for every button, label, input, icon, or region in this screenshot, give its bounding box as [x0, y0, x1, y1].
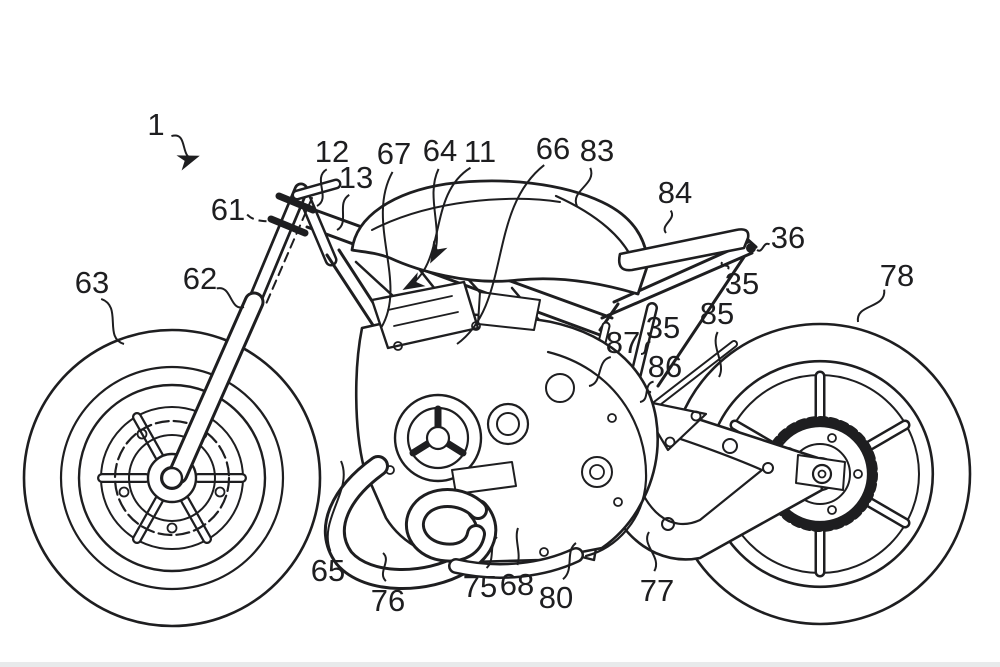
- ref-number-68-22: 68: [500, 567, 534, 602]
- leader-line-13-2: [336, 194, 350, 231]
- leader-line-67-6: [380, 171, 394, 329]
- ref-number-61-3: 61: [211, 192, 245, 227]
- leader-line-66-9: [456, 164, 545, 345]
- image-bottom-edge: [0, 662, 1000, 667]
- leader-line-87-17: [588, 356, 612, 387]
- steering-axis: [265, 197, 313, 305]
- leader-line-35-13: [720, 261, 730, 270]
- ref-number-80-23: 80: [539, 580, 573, 615]
- front-fork: [160, 178, 342, 490]
- ref-number-63-5: 63: [75, 265, 109, 300]
- leader-line-76-20: [381, 552, 387, 582]
- fuel-tank: [350, 179, 650, 296]
- leader-line-63-5: [100, 297, 125, 345]
- ref-number-64-7: 64: [423, 133, 457, 168]
- leader-line-83-10: [574, 167, 593, 207]
- leader-line-61-3: [246, 213, 291, 229]
- ref-number-13-2: 13: [339, 160, 373, 195]
- ref-number-35-16: 35: [646, 310, 680, 345]
- leader-line-75-21: [485, 536, 498, 569]
- leader-line-77-24: [646, 531, 658, 572]
- ref-number-35-13: 35: [725, 266, 759, 301]
- ref-number-67-6: 67: [377, 136, 411, 171]
- leader-line-65-19: [326, 460, 345, 552]
- ref-number-36-12: 36: [771, 220, 805, 255]
- ref-number-1-0: 1: [147, 107, 164, 142]
- ref-number-84-11: 84: [658, 175, 692, 210]
- tail-end-fastener: [746, 243, 756, 253]
- ref-number-76-20: 76: [371, 583, 405, 618]
- ref-number-78-14: 78: [880, 258, 914, 293]
- leader-line-1-0: [171, 134, 200, 171]
- leader-line-12-1: [316, 168, 328, 207]
- leader-line-68-22: [515, 527, 520, 566]
- leader-line-36-12: [756, 242, 771, 252]
- ref-number-62-4: 62: [183, 261, 217, 296]
- ref-number-66-9: 66: [536, 131, 570, 166]
- leader-line-84-11: [663, 209, 674, 234]
- cylinder-block: [370, 280, 480, 350]
- leader-line-62-4: [216, 287, 245, 309]
- ref-number-75-21: 75: [463, 569, 497, 604]
- seat: [617, 228, 750, 272]
- leader-line-85-15: [714, 331, 722, 378]
- ref-number-65-19: 65: [311, 553, 345, 588]
- leader-line-11-8: [402, 166, 472, 290]
- ref-number-85-15: 85: [700, 296, 734, 331]
- leader-line-86-18: [639, 380, 654, 403]
- ref-number-87-17: 87: [606, 325, 640, 360]
- exhaust-header: [323, 455, 584, 590]
- leader-line-78-14: [856, 289, 886, 323]
- engine: [354, 280, 659, 564]
- ref-number-12-1: 12: [315, 134, 349, 169]
- ref-number-83-10: 83: [580, 133, 614, 168]
- leader-line-64-7: [430, 168, 448, 264]
- ref-number-11-8: 11: [464, 134, 496, 169]
- ref-number-77-24: 77: [640, 573, 674, 608]
- rear-axle: [811, 463, 833, 485]
- ref-number-86-18: 86: [648, 349, 682, 384]
- leader-line-35-16: [640, 340, 651, 356]
- front-axle: [160, 466, 184, 490]
- leader-line-80-23: [562, 542, 577, 580]
- front-wheel-spokes: [97, 412, 247, 544]
